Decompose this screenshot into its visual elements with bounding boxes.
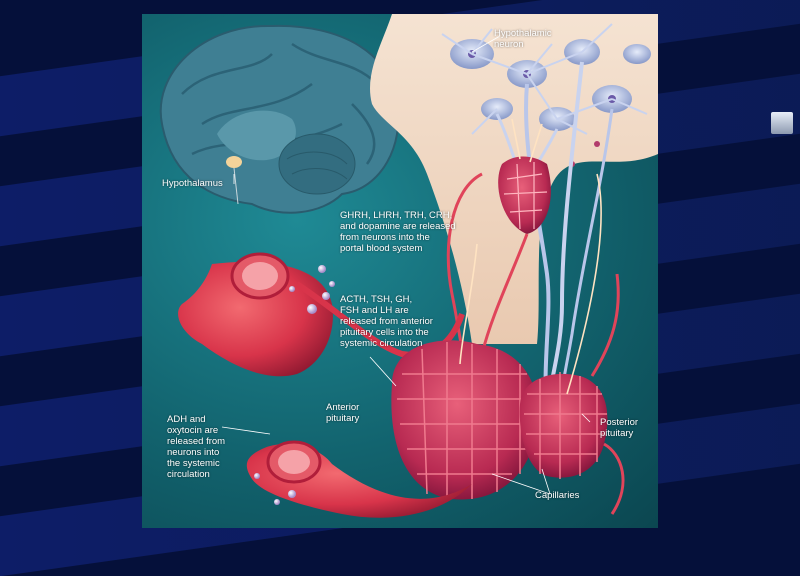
hormone-arrows <box>459 118 602 395</box>
leader-lines <box>221 35 591 495</box>
label-posterior-hormones: ADH and oxytocin are released from neuro… <box>167 414 226 480</box>
anterior-pituitary <box>391 340 538 500</box>
pituitary-illustration <box>159 14 658 518</box>
neuron-cluster <box>441 23 651 415</box>
blood-vessel-upper <box>178 252 465 377</box>
blood-vessel-lower <box>246 440 472 518</box>
label-capillaries: Capillaries <box>535 490 580 501</box>
label-releasing-hormones: GHRH, LHRH, TRH, CRH, and dopamine are r… <box>340 210 456 254</box>
posterior-pituitary <box>519 273 625 515</box>
slide-marker-icon <box>771 112 793 134</box>
diagram-panel: Hypothalamic neuron Hypothalamus GHRH, L… <box>142 14 658 528</box>
brain-illustration <box>159 24 400 214</box>
label-posterior-pituitary: Posterior pituitary <box>600 417 639 439</box>
label-hypothalamic-neuron: Hypothalamic neuron <box>494 28 552 50</box>
label-hypothalamus: Hypothalamus <box>162 178 223 189</box>
label-anterior-pituitary: Anterior pituitary <box>326 402 360 424</box>
label-anterior-hormones: ACTH, TSH, GH, FSH and LH are released f… <box>340 294 433 349</box>
